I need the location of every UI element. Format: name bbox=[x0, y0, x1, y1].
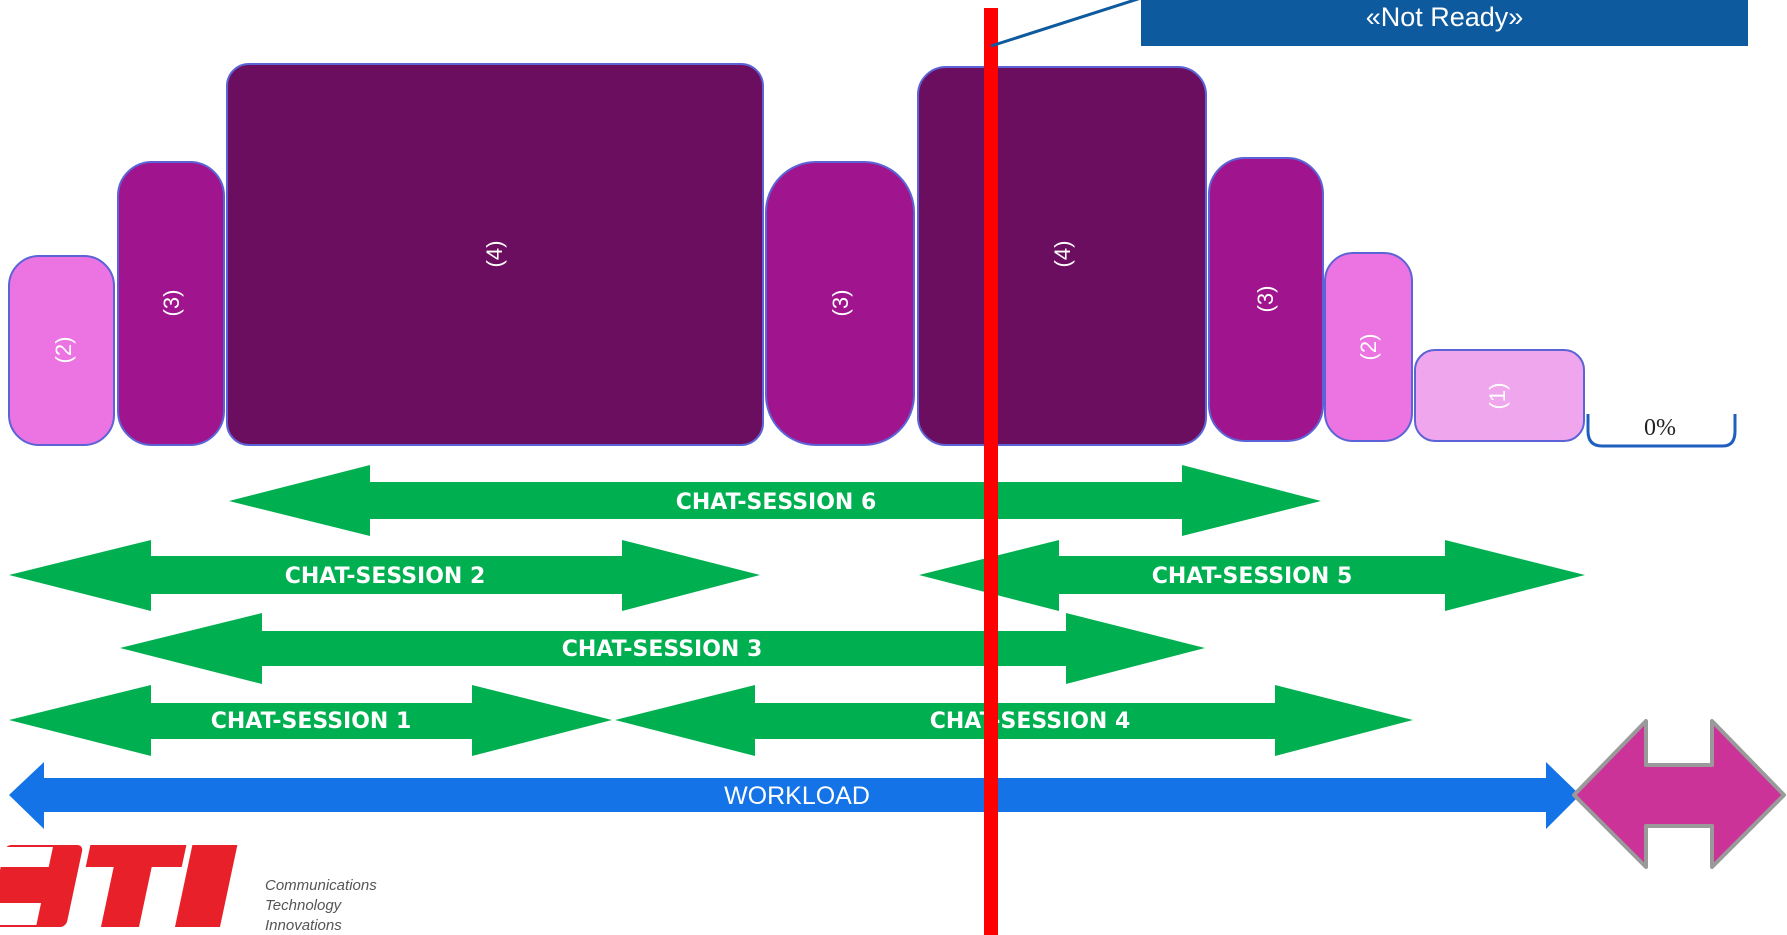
utilization-block-level-3: (3) bbox=[1208, 157, 1324, 442]
session-label: CHAT-SESSION 3 bbox=[562, 637, 763, 662]
cti-logo-mark bbox=[0, 845, 238, 927]
zero-percent-label: 0% bbox=[1644, 415, 1676, 441]
chat-session-arrows: CHAT-SESSION 6 CHAT-SESSION 2 CHAT-SESSI… bbox=[9, 465, 1585, 756]
cti-logo: Communications Technology Innovations bbox=[0, 845, 377, 934]
chat-session-arrow: CHAT-SESSION 2 bbox=[9, 540, 760, 611]
utilization-block-level-3: (3) bbox=[765, 161, 915, 446]
session-label: CHAT-SESSION 5 bbox=[1152, 564, 1353, 589]
logo-line-innovations: Innovations bbox=[265, 917, 342, 934]
chat-session-arrow: CHAT-SESSION 5 bbox=[919, 540, 1585, 611]
chat-session-arrow: CHAT-SESSION 3 bbox=[120, 613, 1205, 684]
not-ready-callout: «Not Ready» bbox=[1141, 0, 1748, 46]
block-label: (4) bbox=[482, 241, 507, 268]
chat-session-arrow: CHAT-SESSION 6 bbox=[229, 465, 1321, 536]
utilization-block-level-3: (3) bbox=[117, 161, 225, 446]
chat-session-arrow: CHAT-SESSION 1 bbox=[9, 685, 612, 756]
block-label: (3) bbox=[159, 290, 184, 317]
utilization-block-level-2: (2) bbox=[1324, 252, 1413, 442]
utilization-block-level-1: (1) bbox=[1414, 349, 1585, 442]
block-label: (1) bbox=[1485, 383, 1510, 410]
logo-line-technology: Technology bbox=[265, 897, 343, 914]
utilization-block-level-2: (2) bbox=[8, 255, 115, 446]
chat-session-arrow: CHAT-SESSION 4 bbox=[615, 685, 1413, 756]
utilization-block-level-4: (4) bbox=[917, 66, 1207, 446]
session-label: CHAT-SESSION 6 bbox=[676, 490, 877, 515]
time-marker-line bbox=[984, 8, 998, 935]
block-label: (3) bbox=[1253, 286, 1278, 313]
logo-line-communications: Communications bbox=[265, 877, 377, 894]
workload-arrow: WORKLOAD bbox=[9, 762, 1580, 829]
block-label: (3) bbox=[828, 290, 853, 317]
session-label: CHAT-SESSION 2 bbox=[285, 564, 486, 589]
callout-pointer bbox=[990, 0, 1140, 48]
session-label: CHAT-SESSION 4 bbox=[930, 709, 1131, 734]
block-label: (2) bbox=[1356, 334, 1381, 361]
magenta-double-arrow bbox=[1572, 719, 1786, 869]
utilization-blocks: (2) (3) (4) (3) (4) (3) (2) (1) bbox=[8, 63, 1585, 446]
utilization-block-level-4: (4) bbox=[226, 63, 764, 446]
not-ready-label: «Not Ready» bbox=[1365, 2, 1524, 32]
zero-percent-bracket: 0% bbox=[1586, 414, 1737, 448]
session-label: CHAT-SESSION 1 bbox=[211, 709, 412, 734]
block-label: (2) bbox=[51, 337, 76, 364]
block-label: (4) bbox=[1050, 241, 1075, 268]
workload-label: WORKLOAD bbox=[724, 782, 870, 810]
